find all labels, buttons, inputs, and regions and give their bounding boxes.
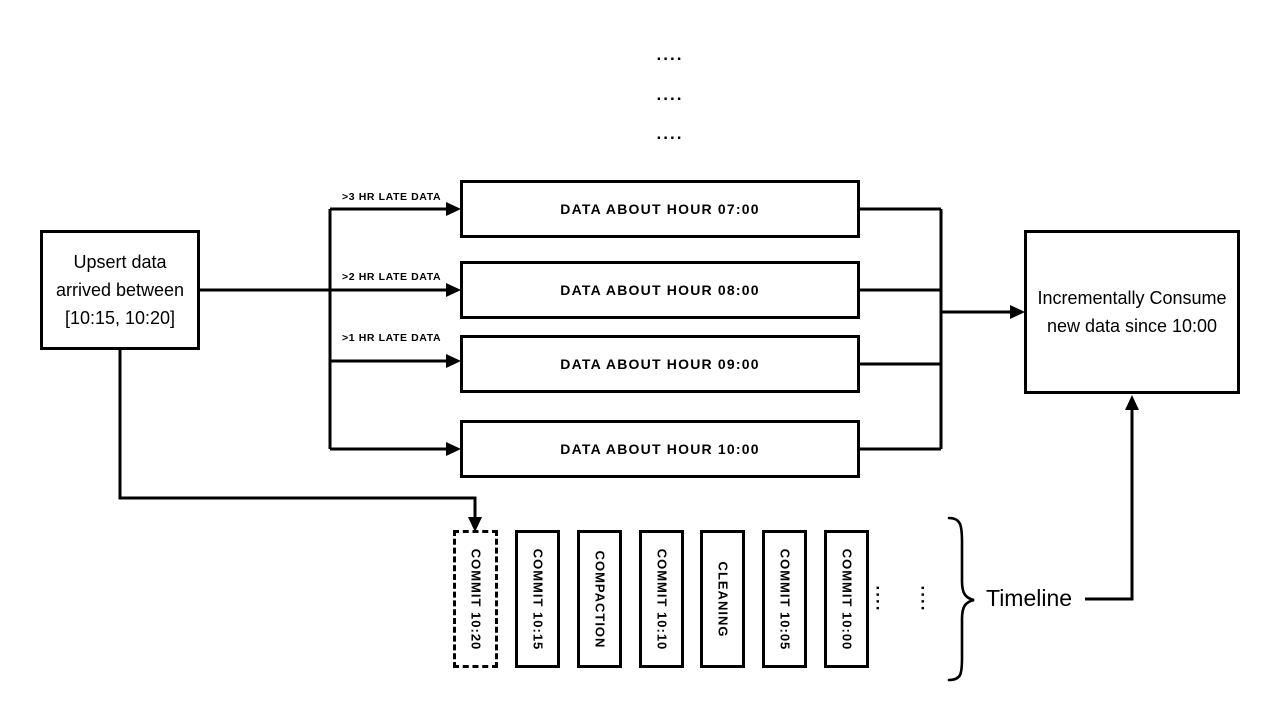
arrowhead-hour7 [446,202,461,216]
line-timeline-to-consume [1085,410,1134,601]
timeline-entry-label: COMMIT 10:20 [468,548,484,650]
timeline-entry-commit-1020: COMMIT 10:20 [453,530,498,668]
arrowhead-timeline-consume [1125,395,1139,410]
timeline-ellipsis-dots: .... [917,585,936,613]
timeline-entry-label: COMMIT 10:05 [777,548,793,650]
timeline-entry-commit-1010: COMMIT 10:10 [639,530,684,668]
hour-box-label: DATA ABOUT HOUR 07:00 [560,201,760,217]
arrowhead-consume [1010,305,1025,319]
upsert-box-line: arrived between [55,280,185,300]
timeline-entry-compaction: COMPACTION [577,530,622,668]
ellipsis-row: .... [656,124,684,143]
hour-box-1000: DATA ABOUT HOUR 10:00 [460,420,860,478]
hour-box-label: DATA ABOUT HOUR 10:00 [560,441,760,457]
hour-box-label: DATA ABOUT HOUR 08:00 [560,282,760,298]
timeline-entry-label: COMPACTION [592,550,607,648]
upsert-data-box: Upsert data arrived between [10:15, 10:2… [40,230,200,350]
hour-box-label: DATA ABOUT HOUR 09:00 [560,356,760,372]
timeline-entry-label: COMMIT 10:15 [530,548,546,650]
hour-box-0700: DATA ABOUT HOUR 07:00 [460,180,860,238]
timeline-entry-commit-1000: COMMIT 10:00 [824,530,869,668]
hour-box-0900: DATA ABOUT HOUR 09:00 [460,335,860,393]
timeline-entry-label: COMMIT 10:00 [839,548,855,650]
timeline-entry-label: COMMIT 10:10 [654,548,670,650]
ellipsis-row: .... [656,45,684,64]
line-upsert-to-commit [118,350,477,517]
arrowhead-hour8 [446,283,461,297]
upsert-box-line: [10:15, 10:20] [64,308,176,328]
upsert-box-line: Upsert data [73,252,167,272]
timeline-entry-commit-1005: COMMIT 10:05 [762,530,807,668]
timeline-ellipsis: .... [917,585,936,613]
brace-path [947,516,975,682]
timeline-entry-cleaning: CLEANING [700,530,745,668]
consume-box-line: new data since 10:00 [1046,316,1218,336]
arrowhead-hour9 [446,354,461,368]
late-label-3hr: >3 HR LATE DATA [342,191,442,203]
arrowhead-commit-1020 [468,517,482,532]
timeline-entry-label: CLEANING [715,561,731,637]
arrowhead-hour10 [446,442,461,456]
incremental-consume-box: Incrementally Consume new data since 10:… [1024,230,1240,394]
ellipsis-row: .... [656,85,684,104]
timeline-label: Timeline [986,585,1073,611]
late-label-2hr: >2 HR LATE DATA [342,271,442,283]
consume-box-line: Incrementally Consume [1037,288,1227,308]
timeline-ellipsis: .... [872,585,891,613]
late-label-1hr: >1 HR LATE DATA [342,332,442,344]
timeline-ellipsis-dots: .... [872,585,891,613]
hour-box-0800: DATA ABOUT HOUR 08:00 [460,261,860,319]
timeline-brace [944,515,978,683]
timeline-entry-commit-1015: COMMIT 10:15 [515,530,560,668]
